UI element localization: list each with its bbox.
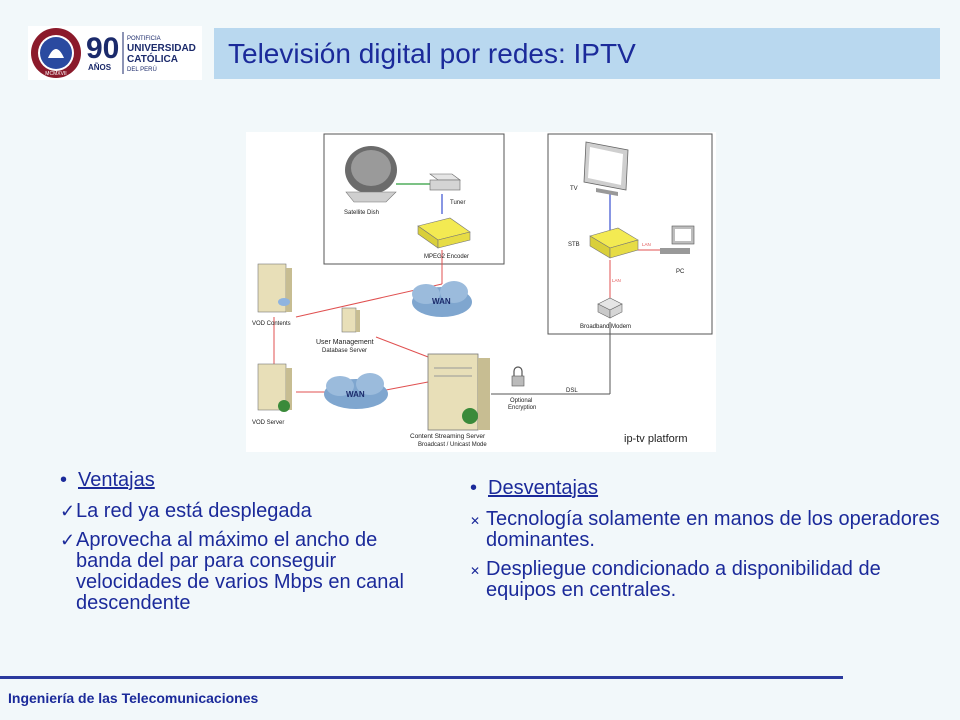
- home-box: [547, 133, 713, 335]
- label-encoder: MPEG2 Encoder: [424, 254, 469, 260]
- server-icon: [341, 307, 360, 333]
- headend-box: [323, 133, 505, 265]
- advantages-title: Ventajas: [78, 469, 155, 491]
- label-wan-bottom: WAN: [346, 390, 365, 399]
- anniversary-number: 90: [86, 32, 119, 65]
- disadvantages-heading: • Desventajas: [470, 478, 940, 499]
- disadvantage-item: ✕ Tecnología solamente en manos de los o…: [470, 509, 940, 551]
- disadvantage-item: ✕ Despliegue condicionado a disponibilid…: [470, 559, 940, 601]
- label-pc: PC: [676, 269, 685, 275]
- label-dsl: DSL: [566, 388, 578, 394]
- footer-divider: [0, 676, 843, 679]
- label-encryption-2: Encryption: [508, 405, 536, 411]
- bullet-icon: •: [60, 469, 68, 491]
- server-icon: [427, 353, 490, 431]
- modem-icon: [597, 297, 623, 319]
- platform-caption: ip-tv platform: [624, 433, 688, 445]
- cloud-icon: [412, 281, 472, 317]
- tuner-icon: [429, 173, 461, 191]
- label-satellite-dish: Satellite Dish: [344, 210, 379, 216]
- label-vod-contents: VOD Contents: [252, 321, 291, 327]
- disadvantages-section: • Desventajas ✕ Tecnología solamente en …: [470, 478, 940, 609]
- anniversary-sub: AÑOS: [88, 63, 112, 72]
- university-logo: MCMXVII 90 AÑOS PONTIFICIA UNIVERSIDAD C…: [28, 26, 202, 80]
- logo-line-3: CATÓLICA: [127, 52, 178, 65]
- lock-icon: [511, 366, 525, 387]
- label-lan-1: LAN: [642, 242, 651, 247]
- label-db-server: Database Server: [322, 348, 367, 354]
- label-modem: Broadband Modem: [580, 324, 631, 330]
- label-tuner: Tuner: [450, 200, 465, 206]
- disadvantage-text: Despliegue condicionado a disponibilidad…: [486, 558, 881, 601]
- advantage-item: ✓ La red ya está desplegada: [60, 501, 420, 522]
- logo-line-1: PONTIFICIA: [127, 36, 161, 42]
- cloud-icon: [324, 373, 388, 409]
- disadvantage-text: Tecnología solamente en manos de los ope…: [486, 508, 940, 551]
- advantages-section: • Ventajas ✓ La red ya está desplegada ✓…: [60, 470, 420, 622]
- iptv-network-diagram: Satellite Dish Tuner MPEG2 Encoder WAN W…: [246, 132, 716, 452]
- advantages-heading: • Ventajas: [60, 470, 420, 491]
- label-wan-top: WAN: [432, 297, 451, 306]
- seal-year: MCMXVII: [45, 71, 66, 77]
- encoder-icon: [417, 217, 471, 249]
- server-icon: [257, 363, 292, 412]
- logo-line-4: DEL PERÚ: [127, 66, 157, 73]
- disadvantages-title: Desventajas: [488, 477, 599, 499]
- tv-icon: [583, 141, 629, 196]
- label-vod-server: VOD Server: [252, 420, 284, 426]
- server-icon: [257, 263, 292, 313]
- advantage-item: ✓ Aprovecha al máximo el ancho de banda …: [60, 530, 420, 614]
- set-top-box-icon: [589, 227, 639, 259]
- title-bar: Televisión digital por redes: IPTV: [214, 28, 940, 79]
- checkmark-icon: ✓: [60, 530, 76, 550]
- label-tv: TV: [570, 186, 578, 192]
- globe-icon: [462, 408, 478, 424]
- satellite-dish-icon: [345, 146, 397, 203]
- footer-text: Ingeniería de las Telecomunicaciones: [8, 690, 259, 706]
- label-lan-2: LAN: [612, 278, 621, 283]
- cross-icon: ✕: [470, 514, 481, 528]
- checkmark-icon: ✓: [60, 501, 76, 521]
- label-streaming-server: Content Streaming Server: [410, 433, 486, 440]
- label-streaming-mode: Broadcast / Unicast Mode: [418, 442, 487, 448]
- globe-icon: [278, 400, 290, 412]
- page-title: Televisión digital por redes: IPTV: [228, 38, 636, 69]
- advantage-text: La red ya está desplegada: [76, 500, 312, 522]
- label-user-management: User Management: [316, 339, 374, 346]
- advantage-text: Aprovecha al máximo el ancho de banda de…: [76, 529, 404, 614]
- pc-icon: [660, 225, 695, 254]
- label-encryption-1: Optional: [510, 398, 532, 404]
- bullet-icon: •: [470, 477, 478, 499]
- cross-icon: ✕: [470, 564, 481, 578]
- label-stb: STB: [568, 242, 580, 248]
- logo-line-2: UNIVERSIDAD: [127, 43, 196, 54]
